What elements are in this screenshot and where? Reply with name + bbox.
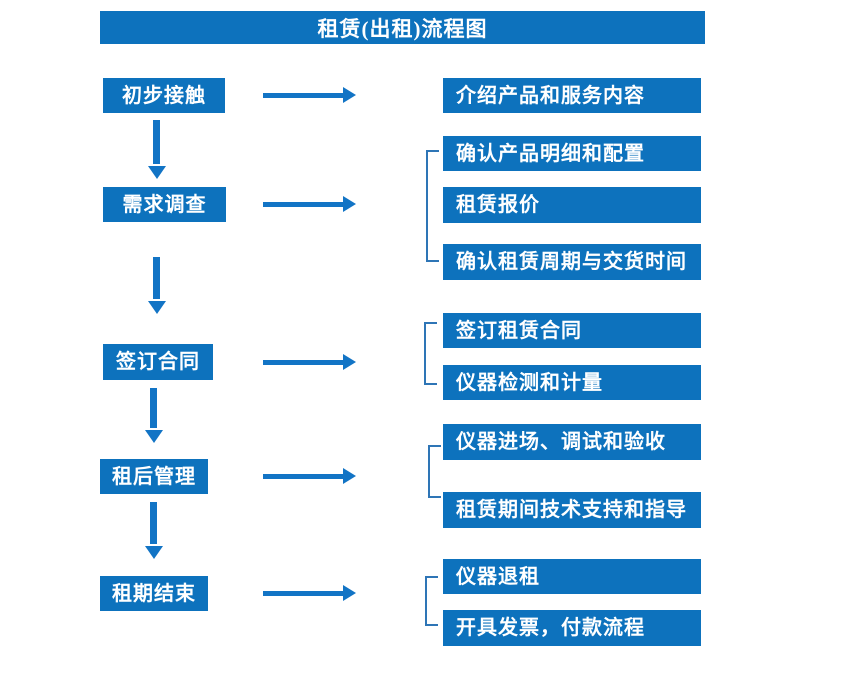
- right-arrow-icon: [263, 585, 356, 601]
- output-introduce-products: 介绍产品和服务内容: [443, 78, 701, 113]
- down-arrow-icon: [145, 502, 163, 559]
- right-arrow-icon: [263, 468, 356, 484]
- down-arrow-icon: [145, 388, 163, 443]
- output-invoice-payment: 开具发票，付款流程: [443, 610, 701, 646]
- output-tech-support: 租赁期间技术支持和指导: [443, 492, 701, 528]
- flowchart-title: 租赁(出租)流程图: [100, 11, 705, 44]
- output-instrument-return: 仪器退租: [443, 559, 701, 594]
- output-instrument-setup: 仪器进场、调试和验收: [443, 424, 701, 460]
- group-bracket: [426, 150, 439, 262]
- right-arrow-icon: [263, 354, 356, 370]
- stage-initial-contact: 初步接触: [103, 78, 225, 113]
- output-rental-quote: 租赁报价: [443, 187, 701, 223]
- stage-post-rental-mgmt: 租后管理: [100, 459, 208, 494]
- stage-demand-survey: 需求调查: [103, 187, 226, 222]
- output-sign-rental-contract: 签订租赁合同: [443, 313, 701, 348]
- output-confirm-period-delivery: 确认租赁周期与交货时间: [443, 244, 701, 280]
- right-arrow-icon: [263, 196, 356, 212]
- right-arrow-icon: [263, 87, 356, 103]
- down-arrow-icon: [148, 120, 166, 179]
- group-bracket: [425, 576, 438, 626]
- output-instrument-testing: 仪器检测和计量: [443, 365, 701, 400]
- stage-rental-end: 租期结束: [100, 576, 208, 611]
- group-bracket: [428, 445, 441, 498]
- output-confirm-product-config: 确认产品明细和配置: [443, 136, 701, 171]
- group-bracket: [424, 322, 437, 385]
- stage-sign-contract: 签订合同: [103, 344, 213, 380]
- down-arrow-icon: [148, 257, 166, 314]
